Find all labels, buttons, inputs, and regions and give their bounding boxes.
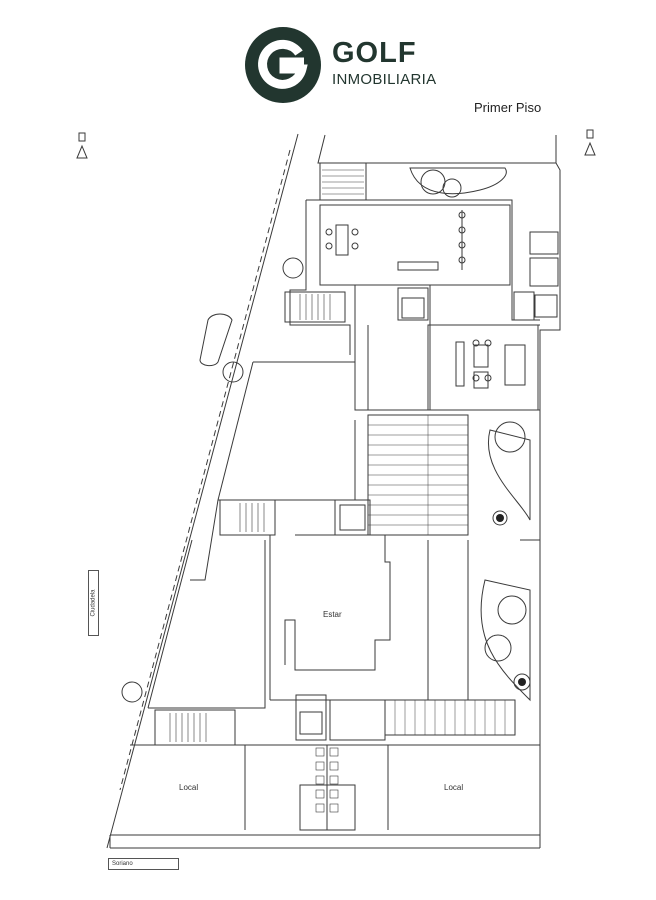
tree-icon [496,514,504,522]
north-arrow-icon-left [76,132,88,159]
tree-icon [518,678,526,686]
street-label-soriano: Soriano [108,858,179,870]
street-name: Ciudadela [90,589,97,617]
tree-icon [282,257,304,279]
floor-label: Primer Piso [474,100,542,115]
room-label-local-left: Local [179,783,199,792]
room-label-local-right: Local [444,783,464,792]
street-name: Soriano [112,861,133,867]
room-label-estar: Estar [323,610,342,619]
golf-logo-icon [245,27,321,103]
car-icon [199,313,233,367]
logo-subtitle: INMOBILIARIA [332,71,437,88]
brand-logo: GOLF INMOBILIARIA [244,26,444,106]
street-label-ciudadela: Ciudadela [88,570,99,636]
north-arrow-icon-right [584,129,596,156]
tree-icon [121,681,143,703]
logo-wordmark: GOLF [332,37,417,69]
tree-icon [222,361,244,383]
